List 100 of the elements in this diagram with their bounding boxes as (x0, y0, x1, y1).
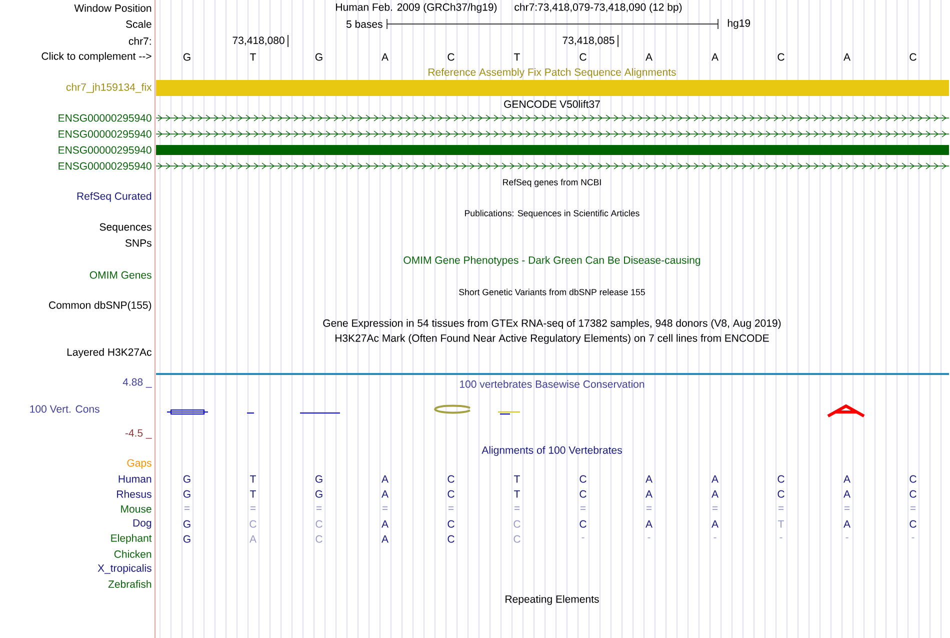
track-label: ENSG00000295940 (58, 130, 152, 138)
base-letter: G (315, 53, 322, 61)
base-letter: G (183, 520, 190, 528)
base-letter: C (910, 490, 916, 498)
base-letter: C (316, 535, 322, 543)
track-title: Gene Expression in 54 tissues from GTEx RNA-seq of 17382 samples, 948 donors (V8, Aug 2019) (323, 319, 781, 329)
base-letter: G (315, 475, 322, 483)
track-title: Publications: Sequences in Scientific Articles (465, 210, 640, 218)
track-title: Alignments of 100 Vertebrates (482, 446, 622, 456)
base-letter: = (778, 506, 784, 510)
base-letter: A (844, 53, 850, 61)
species-label: Mouse (121, 505, 152, 513)
base-letter: A (646, 520, 652, 528)
base-letter: - (780, 537, 782, 538)
base-letter: = (184, 506, 190, 510)
base-letter: T (250, 53, 256, 61)
base-letter: = (646, 506, 652, 510)
track-title: 100 vertebrates Basewise Conservation (460, 380, 644, 388)
track-label: OMIM Genes (90, 271, 152, 279)
base-letter: A (712, 490, 718, 498)
position-text: chr7:73,418,079-73,418,090 (12 bp) (514, 3, 682, 13)
base-letter: A (712, 520, 718, 528)
base-letter: T (514, 475, 520, 483)
track-title: Repeating Elements (506, 595, 599, 605)
track-label: ENSG00000295940 (58, 162, 152, 170)
base-letter: C (250, 520, 256, 528)
base-letter: A (646, 490, 652, 498)
track-label: SNPs (125, 239, 152, 247)
base-letter: A (844, 490, 850, 498)
scale-text: hg19 (728, 19, 750, 29)
base-letter: A (382, 475, 388, 483)
base-letter: C (448, 475, 454, 483)
base-letter: C (778, 475, 784, 483)
base-letter: G (183, 490, 190, 498)
base-letter: T (514, 53, 520, 61)
base-letter: = (316, 506, 322, 510)
base-letter: A (646, 53, 652, 61)
species-label: Human (118, 475, 152, 483)
track-label: ENSG00000295940 (58, 114, 152, 122)
base-letter: C (448, 520, 454, 528)
base-letter: T (250, 490, 256, 498)
base-letter: = (580, 506, 586, 510)
base-letter: C (910, 475, 916, 483)
base-letter: - (846, 537, 848, 538)
base-letter: = (448, 506, 454, 510)
base-letter: T (514, 490, 520, 498)
base-letter: A (382, 53, 388, 61)
species-label: Rhesus (117, 490, 152, 498)
track-label: chr7_jh159134_fix (66, 83, 152, 93)
base-letter: G (315, 490, 322, 498)
base-letter: C (514, 520, 520, 528)
base-letter: A (382, 535, 388, 543)
coordinate-text: 73,418,080 (232, 36, 284, 46)
base-letter: A (382, 490, 388, 498)
track-label: chr7: (128, 37, 151, 45)
base-letter: = (844, 506, 850, 510)
base-letter: G (183, 475, 190, 483)
base-letter: C (448, 535, 454, 543)
base-letter: C (514, 535, 520, 543)
base-letter: - (648, 537, 650, 538)
species-label: Dog (133, 519, 152, 529)
track-title: OMIM Gene Phenotypes - Dark Green Can Be Disease-causing (404, 256, 700, 266)
coordinate-text: 73,418,085 (562, 36, 614, 46)
track-label: RefSeq Curated (77, 192, 152, 202)
species-label: X_tropicalis (98, 564, 152, 574)
base-letter: A (712, 53, 718, 61)
track-label: Sequences (100, 223, 152, 233)
scale-text: 5 bases (346, 20, 382, 28)
base-letter: A (712, 475, 718, 483)
base-letter: C (778, 53, 784, 61)
base-letter: G (183, 535, 190, 543)
base-letter: = (382, 506, 388, 510)
base-letter: C (910, 520, 916, 528)
base-letter: C (910, 53, 916, 61)
base-letter: C (580, 475, 586, 483)
base-letter: C (580, 53, 586, 61)
species-label: Chicken (114, 550, 152, 558)
base-letter: C (448, 490, 454, 498)
track-title: Short Genetic Variants from dbSNP release 155 (459, 288, 645, 296)
base-letter: C (580, 520, 586, 528)
base-letter: A (250, 535, 256, 543)
axis-value: 4.88 _ (122, 378, 152, 388)
base-letter: A (382, 520, 388, 528)
base-letter: C (448, 53, 454, 61)
base-letter: = (250, 506, 256, 510)
base-letter: G (183, 53, 190, 61)
track-label: Common dbSNP(155) (49, 301, 152, 311)
track-label: 100 Vert. Cons (30, 405, 100, 413)
track-label: Layered H3K27Ac (67, 348, 152, 358)
base-letter: - (714, 537, 716, 538)
base-letter: = (712, 506, 718, 510)
track-label: ENSG00000295940 (58, 146, 152, 154)
track-title: GENCODE V50lift37 (504, 100, 600, 108)
species-label: Zebrafish (108, 580, 152, 588)
base-letter: C (580, 490, 586, 498)
track-label: Scale (126, 20, 152, 28)
base-letter: A (844, 520, 850, 528)
track-label: Window Position (74, 4, 152, 12)
base-letter: T (778, 520, 784, 528)
species-label: Elephant (111, 534, 152, 544)
